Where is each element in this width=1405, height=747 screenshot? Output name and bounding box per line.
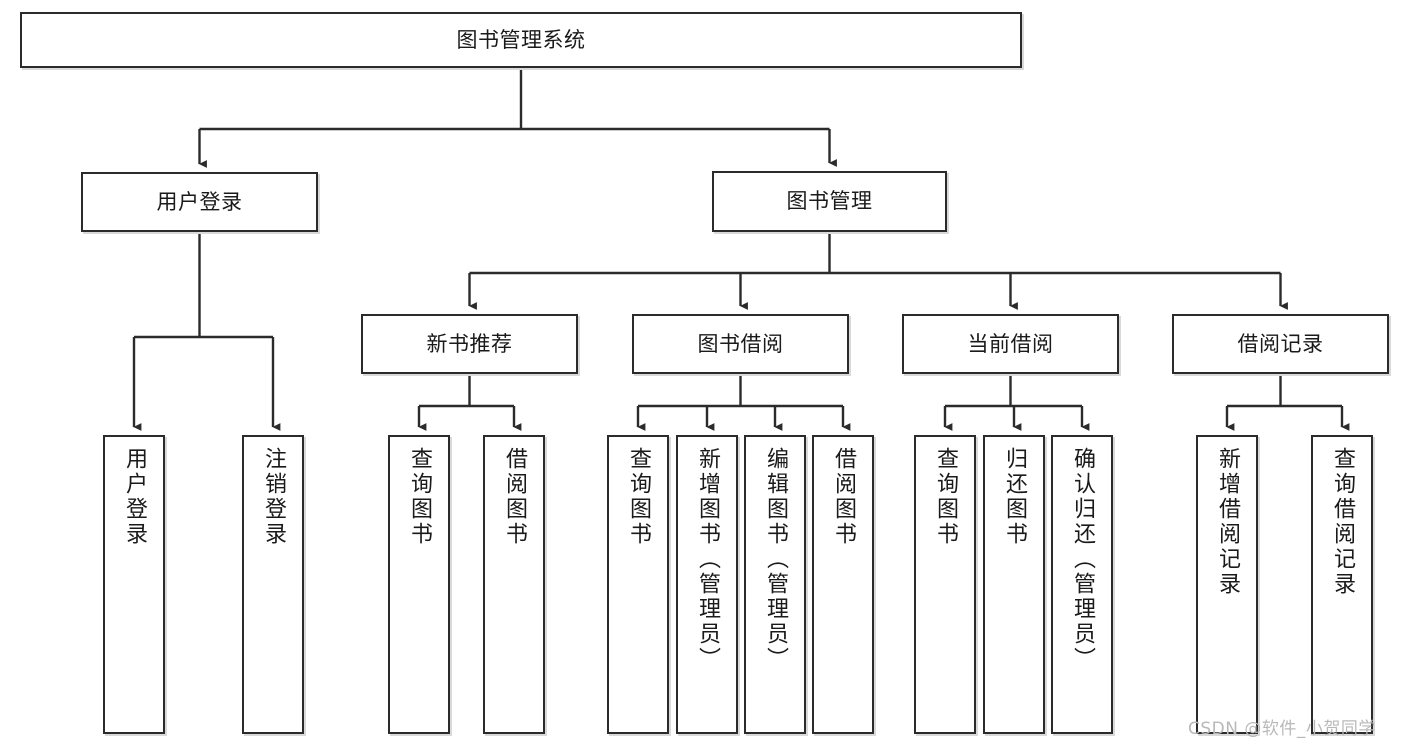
node-label: 图书管理系统 [456,27,586,52]
node-label: 借阅图书 [501,447,527,547]
node-label: 归还图书 [1001,447,1027,547]
node-leaf-return-book: 归还图书 [983,435,1045,734]
node-label: 确认归还（管理员） [1069,447,1095,672]
node-label: 新增图书（管理员） [694,447,720,672]
node-user-login: 用户登录 [81,172,318,232]
node-leaf-query-book-1: 查询图书 [388,435,450,734]
node-leaf-query-book-2: 查询图书 [607,435,669,734]
node-leaf-query-book-3: 查询图书 [914,435,976,734]
node-label: 图书管理 [786,189,873,214]
node-leaf-edit-book: 编辑图书（管理员） [744,435,806,734]
node-book-manage: 图书管理 [712,171,947,232]
node-leaf-borrow-book-1: 借阅图书 [483,435,545,734]
node-root: 图书管理系统 [20,12,1022,68]
node-label: 用户登录 [121,447,147,547]
node-label: 注销登录 [260,447,286,547]
node-label: 借阅图书 [830,447,856,547]
node-label: 用户登录 [156,189,243,214]
node-label: 新书推荐 [426,331,513,356]
node-new-book-rec: 新书推荐 [361,314,578,374]
node-label: 查询图书 [932,447,958,547]
node-leaf-add-record: 新增借阅记录 [1196,435,1258,734]
node-label: 当前借阅 [967,331,1054,356]
node-leaf-borrow-book-2: 借阅图书 [812,435,874,734]
node-borrow-record: 借阅记录 [1172,314,1389,374]
node-label: 查询图书 [406,447,432,547]
node-label: 编辑图书（管理员） [762,447,788,672]
csdn-watermark: CSDN @软件_小贺同学 [1188,719,1376,739]
node-leaf-add-book: 新增图书（管理员） [676,435,738,734]
node-leaf-confirm-return: 确认归还（管理员） [1051,435,1113,734]
node-leaf-user-login: 用户登录 [103,435,165,734]
node-current-borrow: 当前借阅 [902,314,1119,374]
node-label: 查询借阅记录 [1329,447,1355,597]
node-label: 图书借阅 [697,331,784,356]
node-leaf-logout: 注销登录 [242,435,304,734]
node-book-borrow: 图书借阅 [632,314,849,374]
node-label: 新增借阅记录 [1214,447,1240,597]
node-label: 借阅记录 [1237,331,1324,356]
node-label: 查询图书 [625,447,651,547]
node-leaf-query-record: 查询借阅记录 [1311,435,1373,734]
